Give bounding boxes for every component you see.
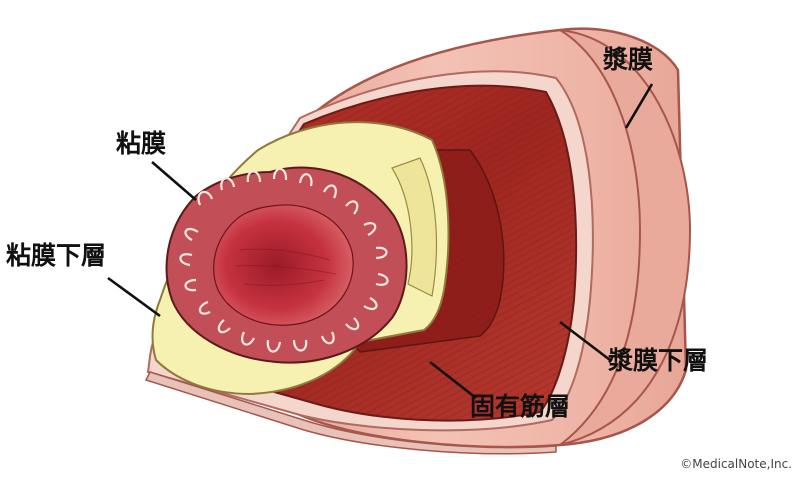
label-serosa: 漿膜 (603, 45, 654, 74)
label-submucosa: 粘膜下層 (6, 241, 107, 270)
serosa-end-cap (559, 29, 692, 446)
leader-serosa (624, 83, 654, 129)
leader-muscularis (429, 360, 477, 400)
leader-mucosa (151, 161, 197, 201)
label-subserosa: 漿膜下層 (608, 346, 709, 375)
mucosal-folds (179, 167, 389, 353)
submucosa-inner-face (391, 157, 438, 297)
copyright-notice: ©MedicalNote,Inc. (680, 457, 792, 471)
lumen (213, 204, 354, 326)
label-muscularis-propria: 固有筋層 (470, 392, 571, 421)
leader-subserosa (559, 320, 611, 362)
leader-submucosa (107, 276, 161, 318)
label-mucosa: 粘膜 (116, 129, 167, 158)
lower-edge (144, 371, 557, 455)
